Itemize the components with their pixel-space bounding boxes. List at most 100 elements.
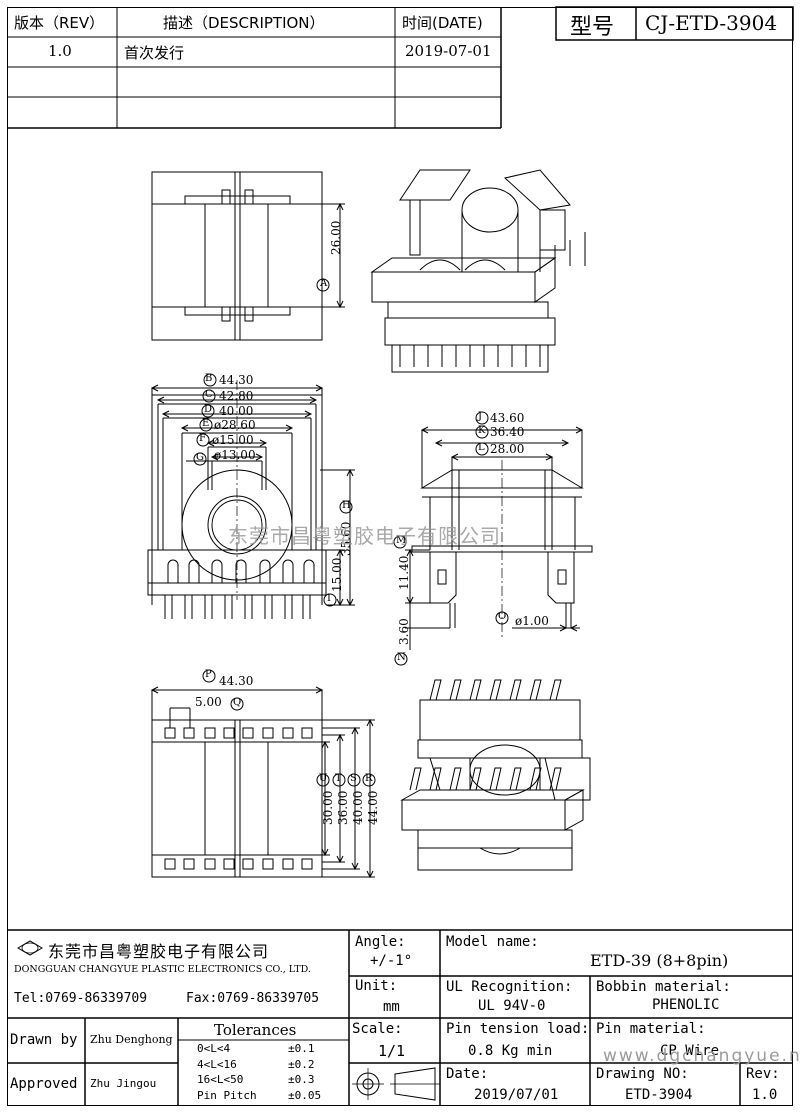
approved-value: Zhu Jingou xyxy=(90,1077,157,1090)
iso-bottom-top-pins xyxy=(429,679,562,701)
tolerance-value-1: ±0.2 xyxy=(288,1058,315,1071)
drawing-no-value: ETD-3904 xyxy=(625,1087,693,1103)
dim-I-letter: I xyxy=(327,593,331,604)
dim-balloon-K xyxy=(475,425,489,439)
rev-value: 1.0 xyxy=(48,42,72,60)
dim-C-letter: C xyxy=(205,389,213,400)
dim-balloon-U xyxy=(316,773,330,787)
dim-S-letter: S xyxy=(350,773,357,784)
model-name-label: Model name: xyxy=(446,934,539,950)
dim-G-letter: G xyxy=(196,452,204,463)
front-view-slots xyxy=(167,559,315,583)
dim-B-letter: B xyxy=(205,373,213,384)
bottom-view-pins-top xyxy=(164,727,313,739)
pin-material-value: CP Wire xyxy=(660,1043,720,1059)
dim-Q-letter: Q xyxy=(233,697,242,708)
company-name-en: DONGGUAN CHANGYUE PLASTIC ELECTRONICS CO… xyxy=(14,964,311,975)
title-block-grid xyxy=(7,929,793,1106)
dim-S-value: 40.00 xyxy=(351,790,365,825)
tolerance-value-2: ±0.3 xyxy=(288,1073,315,1086)
tension-label: Pin tension load: xyxy=(446,1021,590,1037)
company-tel: Tel:0769-86339709 xyxy=(14,991,148,1006)
front-view-pins xyxy=(164,595,311,619)
dim-T-letter: T xyxy=(335,773,342,784)
tolerance-range-1: 4<L<16 xyxy=(197,1058,237,1071)
dim-balloon-G xyxy=(193,452,207,466)
dim-balloon-L xyxy=(475,442,489,456)
desc-header: 描述（DESCRIPTION） xyxy=(163,14,325,32)
date-value-tb: 2019/07/01 xyxy=(474,1087,559,1103)
dim-T-value: 36.00 xyxy=(336,790,350,825)
ul-label: UL Recognition: xyxy=(446,979,573,995)
front-view-dims xyxy=(150,373,324,466)
unit-value: mm xyxy=(383,999,400,1015)
rev-header: 版本（REV） xyxy=(14,14,105,32)
isometric-view-bottom xyxy=(400,679,591,871)
dim-balloon-T xyxy=(332,773,346,787)
front-view xyxy=(147,380,355,619)
isometric-view-top xyxy=(370,169,586,373)
rev-label-tb: Rev: xyxy=(746,1066,780,1082)
dim-U-letter: U xyxy=(319,773,328,784)
dim-K-value: 36.40 xyxy=(490,425,525,439)
iso-top-pins xyxy=(539,232,586,272)
unit-label: Unit: xyxy=(355,978,398,994)
tolerance-value-3: ±0.05 xyxy=(288,1089,322,1102)
model-box xyxy=(555,6,794,41)
drawn-by-value: Zhu Denghong xyxy=(90,1033,173,1046)
dim-balloon-Q xyxy=(230,697,244,711)
watermark: 东莞市昌粤塑胶电子有限公司 xyxy=(228,524,501,548)
model-label: 型号 xyxy=(570,15,615,40)
dim-balloon-R xyxy=(362,773,376,787)
dim-H-letter: H xyxy=(342,500,351,511)
dim-balloon-E xyxy=(199,418,213,432)
pin-material-label: Pin material: xyxy=(596,1021,706,1037)
dim-N-value: 3.60 xyxy=(397,618,411,645)
date-value: 2019-07-01 xyxy=(405,42,492,60)
dim-O-value: ø1.00 xyxy=(515,614,549,628)
iso-bottom-lower-pins xyxy=(409,767,562,791)
rev-value-tb: 1.0 xyxy=(752,1087,778,1103)
dim-U-value: 30.00 xyxy=(321,790,335,825)
watermark-url: www.dgchangyue.net xyxy=(603,1046,800,1066)
company-name-cn: 东莞市昌粤塑胶电子有限公司 xyxy=(48,942,270,961)
model-number: CJ-ETD-3904 xyxy=(645,11,778,35)
tolerance-range-0: 0<L<4 xyxy=(197,1042,231,1055)
dim-balloon-M xyxy=(393,535,407,549)
dim-balloon-P xyxy=(202,669,216,683)
dim-A-value: 26.00 xyxy=(329,220,343,255)
dim-G-value: ø13.00 xyxy=(214,448,256,462)
dim-N-letter: N xyxy=(397,652,406,663)
revision-table-grid xyxy=(7,7,502,129)
iso-top-bottom-pins xyxy=(399,345,541,367)
dim-B-value: 44.30 xyxy=(219,373,254,387)
dim-O-letter: O xyxy=(498,611,507,622)
dim-L-letter: L xyxy=(478,442,485,453)
side-view xyxy=(393,411,593,666)
ul-value: UL 94V-0 xyxy=(478,998,546,1014)
dim-E-letter: E xyxy=(202,418,210,429)
dim-D-value: 40.00 xyxy=(219,404,254,418)
bottom-view xyxy=(150,669,376,879)
scale-label: Scale: xyxy=(352,1021,403,1037)
dim-L-value: 28.00 xyxy=(490,442,525,456)
dim-balloon-S xyxy=(347,773,361,787)
dim-balloon-O xyxy=(495,611,509,625)
dim-balloon-F xyxy=(196,433,210,447)
dim-M-value: 11.40 xyxy=(397,555,411,590)
dim-Q-value: 5.00 xyxy=(195,695,222,709)
approved-label: Approved xyxy=(10,1076,78,1092)
drawing-no-label: Drawing NO: xyxy=(596,1066,689,1082)
tolerance-range-2: 16<L<50 xyxy=(197,1073,244,1086)
dim-F-value: ø15.00 xyxy=(212,433,254,447)
tolerance-range-3: Pin Pitch xyxy=(197,1089,257,1102)
dim-balloon-J xyxy=(475,411,489,425)
dim-balloon-I xyxy=(323,593,337,607)
dim-A-letter: A xyxy=(320,278,328,289)
dim-balloon-A xyxy=(316,278,330,292)
dim-balloon-C xyxy=(202,389,216,403)
dim-C-value: 42.80 xyxy=(219,389,254,403)
dim-F-letter: F xyxy=(199,433,206,444)
dim-M-letter: M xyxy=(396,535,407,546)
projection-symbol xyxy=(352,1067,440,1101)
